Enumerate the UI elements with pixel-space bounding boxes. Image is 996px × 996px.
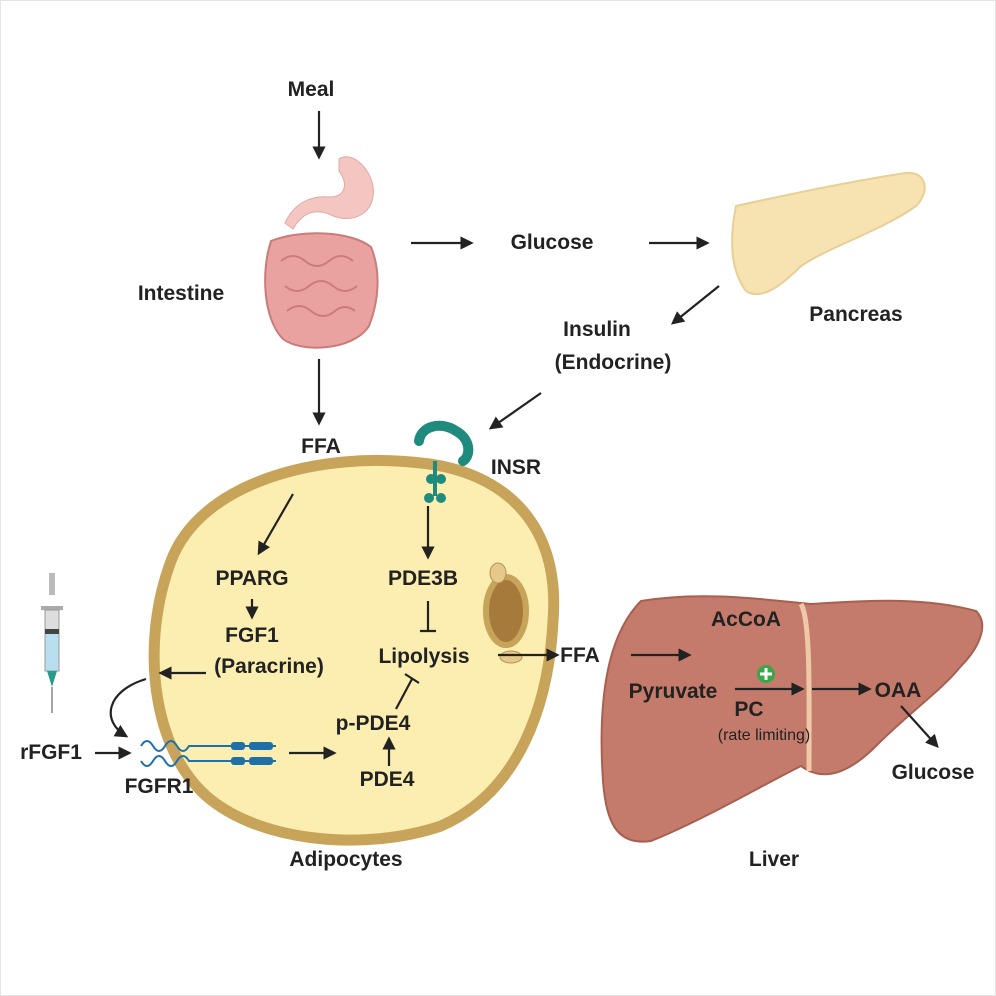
- fgfr1-receptor-icon: [140, 740, 276, 767]
- label-pyruvate: Pyruvate: [629, 680, 718, 703]
- label-rfgf1: rFGF1: [20, 741, 82, 764]
- label-oaa: OAA: [875, 679, 922, 702]
- label-meal: Meal: [288, 78, 335, 101]
- liver-illustration: [600, 595, 984, 843]
- arrow-oaa-glucose: [900, 705, 939, 748]
- label-liver: Liver: [749, 848, 799, 871]
- plus-badge-icon: [757, 665, 775, 683]
- label-fgf1: FGF1: [225, 624, 279, 647]
- label-pde4: PDE4: [360, 768, 415, 791]
- arrow-fgf1-fgfr1-curved: [109, 677, 147, 738]
- label-insulin: Insulin: [563, 318, 631, 341]
- label-fgfr1: FGFR1: [125, 775, 194, 798]
- arrow-insulin-insr: [488, 392, 542, 430]
- arrow-pancreas-insulin: [670, 285, 720, 325]
- label-pc: PC: [734, 698, 763, 721]
- label-lipolysis: Lipolysis: [378, 645, 469, 668]
- label-insr: INSR: [491, 456, 541, 479]
- label-ffa-mid: FFA: [560, 644, 600, 667]
- insr-receptor-icon: [414, 420, 474, 503]
- syringe-icon: [41, 573, 63, 713]
- label-pancreas: Pancreas: [809, 303, 902, 326]
- label-intestine: Intestine: [138, 282, 224, 305]
- inhibit-ppde4-lipolysis: [395, 673, 420, 710]
- inhibit-pde3b-lipolysis: [420, 601, 436, 633]
- label-glucose-liver: Glucose: [892, 761, 975, 784]
- label-pparg: PPARG: [215, 567, 288, 590]
- label-endocrine: (Endocrine): [555, 351, 672, 374]
- label-rate-limiting: (rate limiting): [718, 727, 810, 744]
- intestine-illustration: [264, 156, 379, 349]
- label-p-pde4: p-PDE4: [336, 712, 411, 735]
- label-glucose-top: Glucose: [511, 231, 594, 254]
- label-ffa-top: FFA: [301, 435, 341, 458]
- label-accoa: AcCoA: [711, 608, 781, 631]
- adipocyte-cell: [148, 455, 560, 846]
- pancreas-illustration: [731, 171, 926, 296]
- arrow-ffa-pparg: [257, 493, 294, 556]
- pathway-arrows: [95, 111, 939, 766]
- label-pde3b: PDE3B: [388, 567, 458, 590]
- label-adipocytes: Adipocytes: [289, 848, 402, 871]
- label-paracrine: (Paracrine): [214, 655, 324, 678]
